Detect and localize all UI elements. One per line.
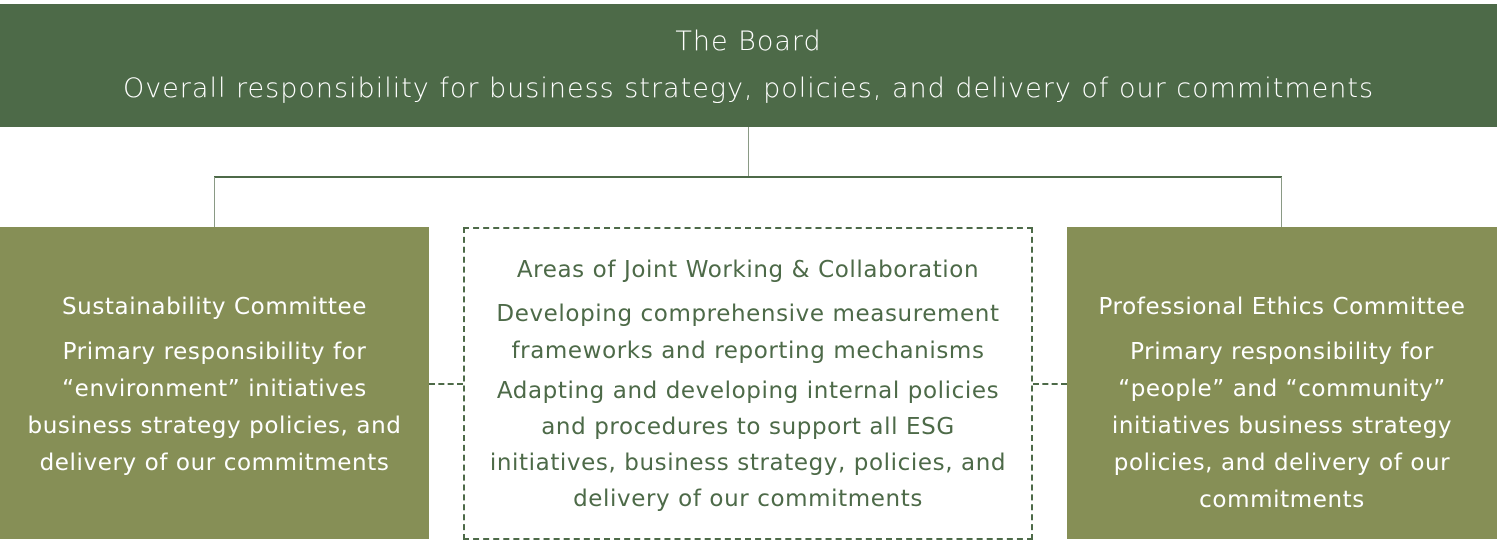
board-subtitle: Overall responsibility for business stra… [122, 73, 1375, 104]
professional-ethics-committee-body: Primary responsibility for “people” and … [1111, 339, 1453, 513]
joint-working-item-measurement: Developing comprehensive measurement fra… [496, 301, 1000, 364]
joint-working-item-policies: Adapting and developing internal policie… [489, 378, 1007, 512]
board-title: The Board [675, 26, 822, 57]
sustainability-committee-body: Primary responsibility for “environment”… [27, 339, 402, 476]
right-drop-connector [1281, 177, 1282, 227]
joint-working-title: Areas of Joint Working & Collaboration [516, 257, 980, 283]
left-drop-connector [214, 177, 215, 227]
right-dashed-link [1033, 383, 1067, 385]
board-box: The Board Overall responsibility for bus… [0, 4, 1497, 127]
professional-ethics-committee-title: Professional Ethics Committee [1098, 294, 1466, 320]
horizontal-connector [214, 176, 1282, 178]
left-dashed-link [429, 383, 463, 385]
joint-working-box: Areas of Joint Working & Collaboration D… [463, 227, 1033, 540]
sustainability-committee-title: Sustainability Committee [61, 294, 368, 320]
sustainability-committee-box: Sustainability Committee Primary respons… [0, 227, 429, 539]
professional-ethics-committee-box: Professional Ethics Committee Primary re… [1067, 227, 1497, 539]
board-stem-connector [748, 127, 749, 176]
